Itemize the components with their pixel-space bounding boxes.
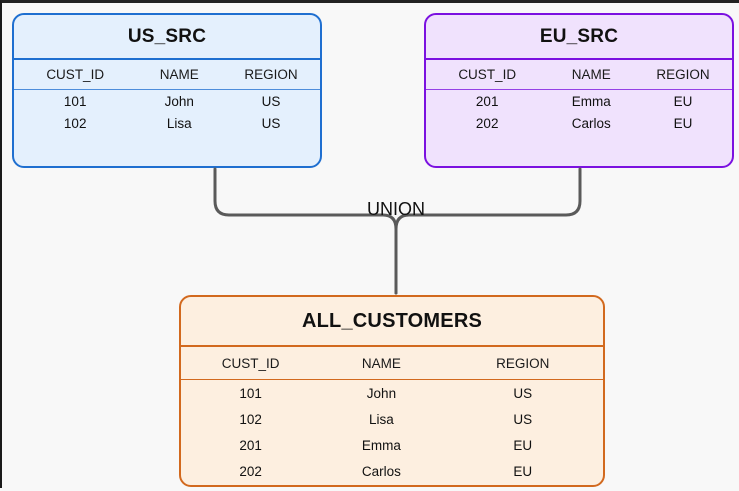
- cell-region: EU: [673, 115, 693, 131]
- column-header-region: REGION: [496, 355, 550, 371]
- cell-region: US: [513, 411, 533, 427]
- column-header-cust-id: CUST_ID: [46, 67, 105, 82]
- cell-cust-id: 101: [63, 93, 87, 109]
- column-header-region: REGION: [244, 67, 298, 82]
- table-us-src-header-row: CUST_ID NAME REGION: [14, 60, 320, 90]
- cell-cust-id: 102: [63, 115, 87, 131]
- table-eu-src-header-row: CUST_ID NAME REGION: [426, 60, 732, 90]
- column-header-cust-id: CUST_ID: [458, 67, 517, 82]
- table-row[interactable]: 101 John US: [181, 380, 603, 406]
- table-row[interactable]: 101 John US: [14, 90, 320, 112]
- table-eu-src[interactable]: EU_SRC CUST_ID NAME REGION 201 Emma EU 2…: [424, 13, 734, 168]
- table-all-customers-header-row: CUST_ID NAME REGION: [181, 347, 603, 380]
- cell-name: John: [366, 385, 397, 401]
- table-eu-src-title: EU_SRC: [426, 15, 732, 60]
- table-row[interactable]: 202 Carlos EU: [426, 112, 732, 134]
- column-header-name: NAME: [571, 67, 611, 82]
- cell-name: John: [164, 93, 194, 109]
- column-header-name: NAME: [159, 67, 199, 82]
- table-us-src-title: US_SRC: [14, 15, 320, 60]
- column-header-name: NAME: [361, 355, 401, 371]
- table-row[interactable]: 102 Lisa US: [181, 406, 603, 432]
- cell-name: Carlos: [571, 115, 611, 131]
- cell-region: US: [261, 115, 281, 131]
- table-us-src[interactable]: US_SRC CUST_ID NAME REGION 101 John US 1…: [12, 13, 322, 168]
- table-row[interactable]: 201 Emma EU: [181, 432, 603, 458]
- cell-region: EU: [513, 463, 533, 479]
- connector-path-left: [213, 167, 398, 295]
- cell-cust-id: 202: [239, 463, 262, 479]
- table-all-customers-title: ALL_CUSTOMERS: [181, 297, 603, 347]
- column-header-cust-id: CUST_ID: [221, 355, 280, 371]
- cell-cust-id: 202: [475, 115, 499, 131]
- cell-name: Emma: [361, 437, 401, 453]
- cell-cust-id: 101: [239, 385, 262, 401]
- table-row[interactable]: 202 Carlos EU: [181, 458, 603, 484]
- cell-region: EU: [513, 437, 533, 453]
- union-operation-label: UNION: [367, 199, 425, 219]
- cell-cust-id: 102: [239, 411, 262, 427]
- cell-cust-id: 201: [475, 93, 499, 109]
- table-row[interactable]: 102 Lisa US: [14, 112, 320, 134]
- table-row[interactable]: 201 Emma EU: [426, 90, 732, 112]
- cell-name: Lisa: [369, 411, 394, 427]
- connector-path-right: [394, 167, 582, 295]
- cell-region: US: [513, 385, 533, 401]
- cell-name: Lisa: [166, 115, 192, 131]
- cell-name: Emma: [571, 93, 611, 109]
- cell-cust-id: 201: [239, 437, 262, 453]
- column-header-region: REGION: [656, 67, 710, 82]
- table-all-customers[interactable]: ALL_CUSTOMERS CUST_ID NAME REGION 101 Jo…: [179, 295, 605, 487]
- cell-name: Carlos: [361, 463, 401, 479]
- cell-region: EU: [673, 93, 693, 109]
- cell-region: US: [261, 93, 281, 109]
